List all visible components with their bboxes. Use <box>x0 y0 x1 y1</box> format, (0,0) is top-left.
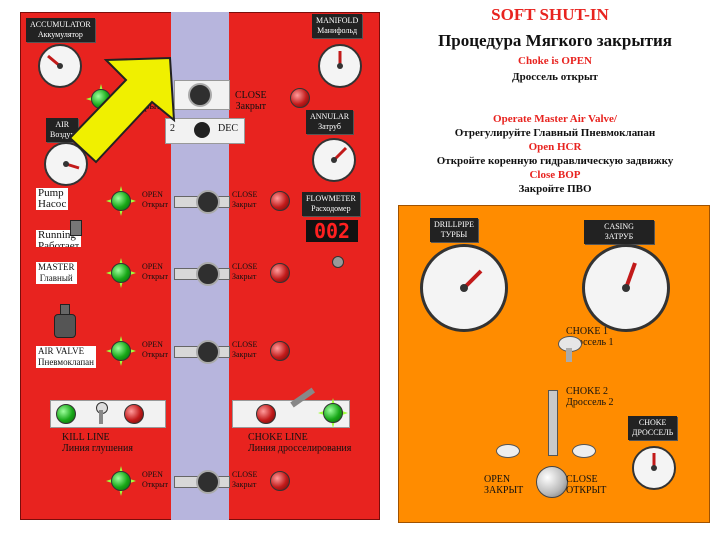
casing-gauge <box>582 244 670 332</box>
row-4-valve-knob[interactable] <box>196 470 220 494</box>
kill-line-close-light[interactable] <box>124 404 144 424</box>
choke-control-knob[interactable] <box>536 466 568 498</box>
choke-gauge <box>632 446 676 490</box>
top-valve-knob[interactable] <box>188 83 212 107</box>
choke-close-stop <box>572 444 596 458</box>
step-2-ru: Откройте коренную гидравлическую задвижк… <box>436 155 674 167</box>
step-1-en: Operate Master Air Valve/ <box>493 113 617 125</box>
row-3-close-light[interactable] <box>270 341 290 361</box>
drillpipe-gauge <box>420 244 508 332</box>
choke2-stem <box>548 390 558 456</box>
status-en: Choke is OPEN <box>518 55 592 67</box>
flowmeter-display: 002 <box>306 220 358 242</box>
choke-line-close-light[interactable] <box>256 404 276 424</box>
row-2-valve-knob[interactable] <box>196 262 220 286</box>
row-3-open-light[interactable] <box>111 341 131 361</box>
manifold-gauge <box>318 44 362 88</box>
accumulator-gauge <box>38 44 82 88</box>
inc-dec-knob[interactable] <box>194 122 210 138</box>
choke1-stem <box>566 348 572 362</box>
step-3-en: Close BOP <box>529 169 581 181</box>
row-4-open-light[interactable] <box>111 471 131 491</box>
row-4-close-light[interactable] <box>270 471 290 491</box>
row-1-close-light[interactable] <box>270 191 290 211</box>
row-1-open-light[interactable] <box>111 191 131 211</box>
status-ru: Дроссель открыт <box>512 71 598 83</box>
row-1-valve-knob[interactable] <box>196 190 220 214</box>
steps-list: Operate Master Air Valve/ Отрегулируйте … <box>400 112 710 196</box>
title-ru: Процедура Мягкого закрытия <box>438 31 672 50</box>
master-air-valve-handle[interactable] <box>54 314 76 338</box>
yellow-pointer-arrow-icon <box>68 56 176 164</box>
air-gauge <box>44 142 88 186</box>
row-3-valve-knob[interactable] <box>196 340 220 364</box>
choke-open-stop <box>496 444 520 458</box>
title-en: SOFT SHUT-IN <box>491 5 609 24</box>
step-2-en: Open HCR <box>528 141 582 153</box>
kill-line-lever <box>99 410 103 424</box>
pump-switch[interactable] <box>70 220 82 236</box>
inc-label: 2 <box>170 123 175 134</box>
dec-label: DEC <box>218 123 238 134</box>
row-2-open-light[interactable] <box>111 263 131 283</box>
kill-line-open-light[interactable] <box>56 404 76 424</box>
top-close-light[interactable] <box>290 88 310 108</box>
step-1-ru: Отрегулируйте Главный Пневмоклапан <box>454 127 656 139</box>
choke-line-open-light[interactable] <box>323 403 343 423</box>
annular-gauge <box>312 138 356 182</box>
step-3-ru: Закройте ПВО <box>518 183 592 195</box>
flowmeter-reset-knob[interactable] <box>332 256 344 268</box>
row-2-close-light[interactable] <box>270 263 290 283</box>
